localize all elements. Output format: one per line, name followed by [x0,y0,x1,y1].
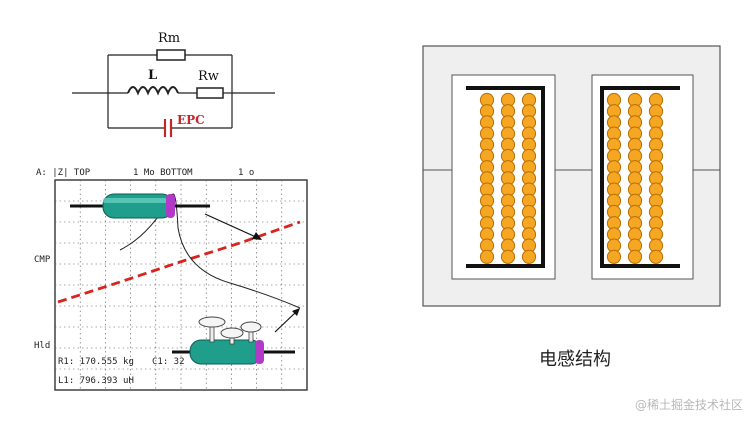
mushroom-icon [198,316,262,345]
plot-header-c: 1 o [238,168,254,178]
arrow-head-top [252,232,262,240]
readout-r1: R1: 170.555 kg [58,357,134,367]
plot-grid [55,180,307,390]
watermark: @稀土掘金技术社区 [634,398,743,412]
readout-l1: L1: 796.393 uH [58,376,134,386]
plot-header-a: A: |Z| TOP [36,168,91,178]
capacitive-trend-line [57,220,301,304]
inductor-coil [127,86,179,96]
arrow-head-bottom [292,308,300,316]
inductor-highlight-top [103,198,173,203]
bobbin-right [600,86,680,268]
winding-turn [606,249,622,264]
arrow-line-top [204,213,259,239]
epc-label: EPC [177,113,205,127]
l-label: L [148,68,157,83]
rm-label: Rm [158,31,180,46]
structure-caption: 电感结构 [539,349,611,370]
bobbin-left [466,86,545,268]
plot-header-b: 1 Mo BOTTOM [133,168,193,178]
plot-ylabel-top: CMP [34,255,51,265]
winding-turn [648,249,664,264]
inductor-band-top [166,194,175,218]
readout-c1: C1: 32 [152,357,185,367]
winding-turn [500,249,516,264]
winding-turn [627,249,643,264]
winding-turn [479,249,495,264]
inductor-band-bottom [255,340,264,364]
arrow-line-bottom [274,311,297,333]
plot-ylabel-bottom: Hld [34,341,50,351]
winding-right [606,92,664,264]
winding-left [479,92,537,264]
winding-turn [521,249,537,264]
rw-label: Rw [198,69,219,84]
